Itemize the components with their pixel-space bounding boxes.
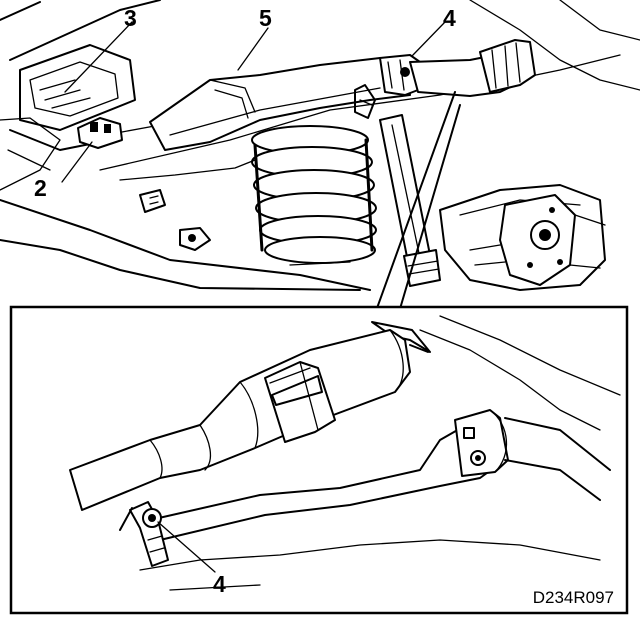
callout-label-2: 2 bbox=[34, 175, 47, 201]
figure-code: D234R097 bbox=[533, 588, 614, 607]
overview-illustration: 3 2 5 4 bbox=[0, 0, 640, 291]
callout-label-5: 5 bbox=[259, 5, 272, 31]
callout-label-3: 3 bbox=[124, 5, 137, 31]
callout-label-4-top: 4 bbox=[443, 5, 456, 31]
wheel-hub-assembly bbox=[439, 184, 606, 291]
detail-inset: 4 D234R097 bbox=[9, 305, 629, 615]
callout-label-4-detail: 4 bbox=[213, 571, 226, 597]
coil-spring bbox=[251, 125, 377, 266]
hanger-bracket bbox=[119, 501, 169, 567]
rear-pipe bbox=[149, 409, 611, 541]
silencer-pipe bbox=[69, 329, 429, 511]
